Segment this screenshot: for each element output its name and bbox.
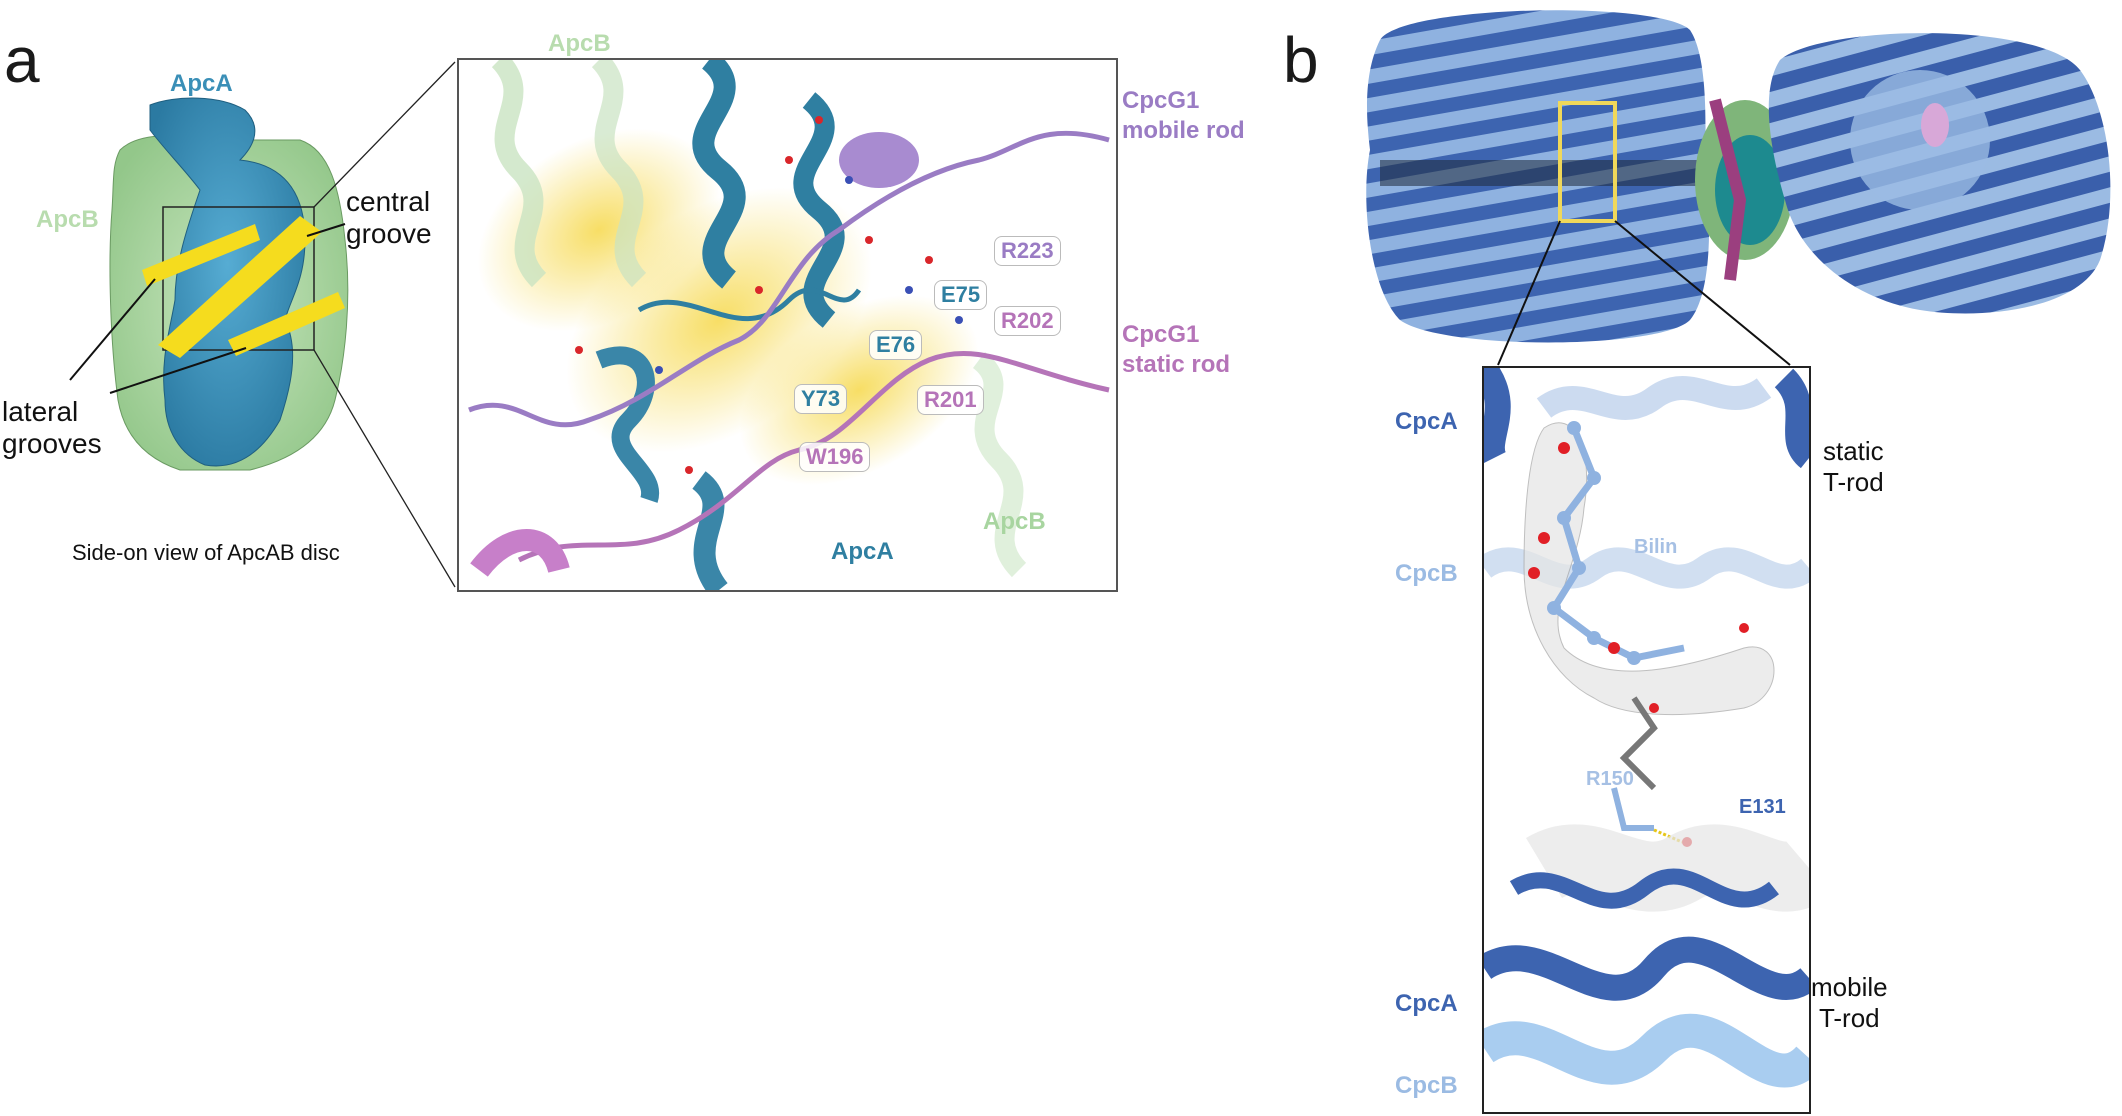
label-cpcg1-mobile-line1: CpcG1 bbox=[1122, 87, 1200, 114]
caption-side-on-view: Side-on view of ApcAB disc bbox=[72, 540, 340, 565]
apcab-disc-surface-view bbox=[0, 0, 460, 600]
residue-tag-e75: E75 bbox=[934, 280, 988, 310]
label-cpcg1-mobile-line2: mobile rod bbox=[1122, 117, 1245, 144]
panel-letter-a: a bbox=[4, 24, 40, 96]
panel-letter-b: b bbox=[1283, 24, 1319, 96]
label-apcb-overview: ApcB bbox=[36, 206, 99, 233]
label-central-groove-line2: groove bbox=[346, 218, 432, 250]
label-static-trod-line2: T-rod bbox=[1823, 467, 1884, 498]
label-apcb-inset-top: ApcB bbox=[548, 30, 611, 57]
inset-apcab-cpcg1-interface: ApcA ApcB R223 E75 R202 E76 Y73 R201 W19… bbox=[457, 58, 1118, 592]
residue-tag-r223: R223 bbox=[994, 236, 1061, 266]
label-cpcb-top: CpcB bbox=[1395, 560, 1458, 587]
label-bilin: Bilin bbox=[1634, 536, 1678, 558]
residue-tag-y73: Y73 bbox=[794, 384, 848, 414]
phycobilisome-surface-overview bbox=[1360, 0, 2122, 380]
label-apca-overview: ApcA bbox=[170, 70, 233, 97]
residue-tag-w196: W196 bbox=[799, 442, 871, 472]
label-cpcb-bottom: CpcB bbox=[1395, 1072, 1458, 1099]
label-cpcg1-static-line2: static rod bbox=[1122, 351, 1231, 378]
label-cpca-bottom: CpcA bbox=[1395, 990, 1458, 1017]
label-mobile-trod-line2: T-rod bbox=[1818, 1003, 1880, 1034]
label-mobile-trod-line1: mobile bbox=[1811, 972, 1888, 1002]
label-cpcg1-static-rod: CpcG1 static rod bbox=[1122, 320, 1230, 380]
label-central-groove: central groove bbox=[346, 186, 432, 250]
residue-tag-r202: R202 bbox=[994, 306, 1061, 336]
label-lateral-grooves-line1: lateral bbox=[2, 396, 79, 427]
label-cpcg1-mobile-rod: CpcG1 mobile rod bbox=[1122, 86, 1245, 146]
label-mobile-trod: mobile T-rod bbox=[1811, 972, 1888, 1034]
residue-tag-e76: E76 bbox=[869, 330, 923, 360]
label-r150: R150 bbox=[1586, 768, 1634, 790]
label-cpca-top: CpcA bbox=[1395, 408, 1458, 435]
inset-trod-interface: Bilin R150 E131 bbox=[1482, 366, 1811, 1114]
label-static-trod: static T-rod bbox=[1823, 436, 1884, 498]
label-e131: E131 bbox=[1739, 796, 1786, 818]
label-cpcg1-static-line1: CpcG1 bbox=[1122, 321, 1200, 348]
residue-tag-r201: R201 bbox=[917, 385, 984, 415]
label-lateral-grooves: lateral grooves bbox=[2, 396, 102, 460]
label-central-groove-line1: central bbox=[346, 186, 431, 217]
label-lateral-grooves-line2: grooves bbox=[2, 428, 102, 460]
label-apcb-inset-bottom: ApcB bbox=[983, 508, 1046, 535]
label-apca-inset: ApcA bbox=[831, 538, 894, 565]
label-static-trod-line1: static bbox=[1823, 436, 1884, 466]
